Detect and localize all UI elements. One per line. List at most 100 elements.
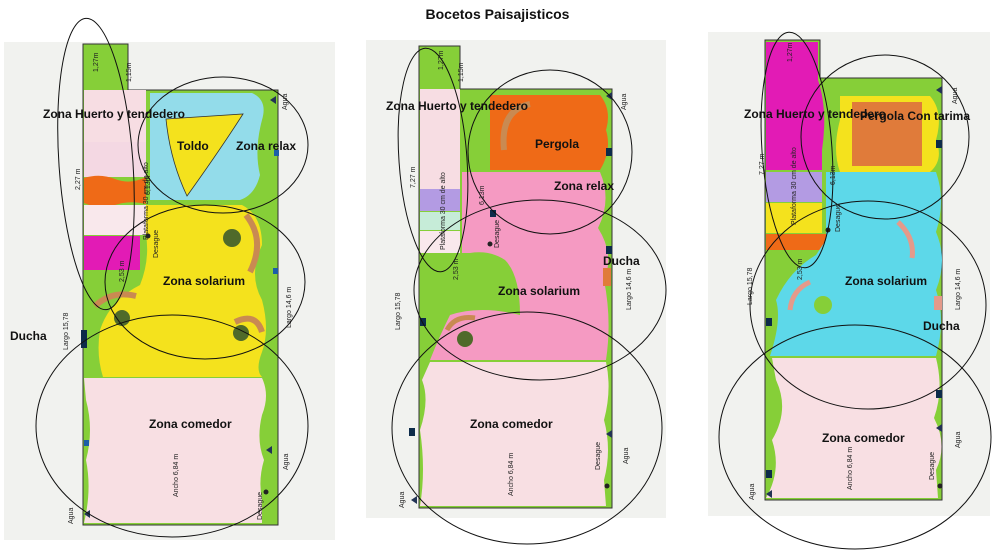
measure-desague-1: Desague	[835, 204, 842, 232]
zone-ellipse-relax	[137, 76, 309, 214]
water-marker-5	[490, 210, 496, 217]
curved-bench-3	[233, 315, 265, 334]
measure-agua-2: Agua	[283, 454, 290, 470]
label-pergola: Pergola Con tarima	[860, 109, 970, 123]
water-marker-4	[766, 470, 772, 478]
huerto-mint	[420, 212, 460, 230]
measure-largo-146: Largo 14,6 m	[626, 269, 633, 310]
page-title: Bocetos Paisajisticos	[425, 6, 570, 22]
curved-bench-1	[243, 213, 261, 274]
measure-agua-1: Agua	[621, 94, 628, 110]
measure-agua-1: Agua	[282, 94, 289, 110]
measure-227: 2,27 m	[75, 168, 82, 190]
measure-agua-3: Agua	[68, 508, 75, 524]
water-tap-1	[270, 96, 276, 104]
label-solarium: Zona solarium	[845, 274, 927, 288]
label-ducha: Ducha	[10, 329, 47, 343]
measure-ancho: Ancho 6,84 m	[508, 453, 515, 496]
huerto-pink	[84, 205, 146, 235]
measure-227: 7,27 m	[759, 153, 766, 175]
label-huerto: Zona Huerto y tendedero	[386, 99, 528, 113]
shrub-1	[457, 331, 473, 347]
measure-desague-2: Desague	[257, 492, 264, 520]
measure-613: 6,13m	[145, 175, 152, 195]
water-tap-2	[266, 446, 272, 454]
measure-largo-146: Largo 14,6 m	[955, 269, 962, 310]
measure-ancho: Ancho 6,84 m	[173, 454, 180, 497]
huerto-lilac	[766, 172, 822, 202]
huerto-orange	[766, 234, 828, 250]
label-ducha: Ducha	[603, 254, 640, 268]
water-marker-2	[420, 318, 426, 326]
ducha-marker	[934, 296, 942, 310]
measure-253: 2,53 m	[119, 260, 126, 282]
measure-largo-1578: Largo 15,78	[747, 268, 754, 305]
measure-127: 1,27m	[438, 50, 445, 70]
measure-desague-2: Desague	[595, 442, 602, 470]
water-marker-1	[606, 148, 612, 156]
label-comedor: Zona comedor	[822, 431, 905, 445]
shrub-1	[814, 296, 832, 314]
solarium-bench-1	[896, 220, 915, 259]
shrub-1	[223, 229, 241, 247]
comedor-area	[420, 362, 609, 506]
label-huerto-line1: Zona Huerto y tendedero	[43, 107, 185, 121]
measure-agua-2: Agua	[623, 448, 630, 464]
measure-platform: Plataforma 30 cm de alto	[791, 147, 798, 225]
water-tap-2	[936, 424, 942, 432]
water-marker-2	[936, 390, 942, 398]
huerto-magenta	[766, 42, 825, 170]
zone-ellipse-comedor	[391, 311, 663, 545]
measure-desague-2: Desague	[929, 452, 936, 480]
water-marker-1	[936, 140, 942, 148]
huerto-orange	[84, 175, 146, 208]
measure-largo-1578: Largo 15,78	[395, 293, 402, 330]
measure-largo-1578: Largo 15,78	[63, 313, 70, 350]
sketch-1: Zona Huerto y tendedero Toldo Zona relax…	[4, 17, 335, 540]
water-tap-3	[766, 490, 772, 498]
measure-613: 6,13m	[479, 185, 486, 205]
solarium-bench	[444, 315, 476, 332]
measure-largo-146: Largo 14,6 m	[286, 287, 293, 328]
zone-ellipse-huerto	[397, 47, 469, 273]
measure-agua-1: Agua	[952, 88, 959, 104]
label-comedor: Zona comedor	[149, 417, 232, 431]
measure-253: 2,53 m	[797, 258, 804, 280]
measure-platform: Plataforma 30 cm de alto	[143, 162, 150, 240]
drain-2	[263, 489, 269, 495]
water-tap-1	[606, 92, 612, 100]
measure-127: 1,27m	[93, 52, 100, 72]
label-relax: Zona relax	[236, 139, 296, 153]
label-relax: Zona relax	[554, 179, 614, 193]
huerto-strip	[84, 90, 146, 142]
toldo-shade	[165, 113, 244, 197]
zone-ellipse-huerto	[57, 17, 135, 311]
measure-227: 7,27 m	[410, 166, 417, 188]
drain-1	[145, 233, 151, 239]
zone-ellipse-solarium	[104, 204, 306, 360]
label-huerto: Zona Huerto y tendedero	[744, 107, 886, 121]
measure-115: 1,15m	[126, 62, 133, 82]
label-comedor: Zona comedor	[470, 417, 553, 431]
measure-253: 2,53 m	[453, 258, 460, 280]
zone-ellipse-relax	[467, 69, 633, 235]
measure-desague-1: Desague	[153, 230, 160, 258]
water-marker-3	[766, 318, 772, 326]
drain-2	[937, 483, 943, 489]
sketch-3: Zona Huerto y tendedero Pergola Con tari…	[708, 31, 992, 550]
measure-ancho: Ancho 6,84 m	[847, 447, 854, 490]
label-solarium: Zona solarium	[163, 274, 245, 288]
solarium-area	[98, 205, 266, 377]
comedor-area	[84, 378, 266, 523]
label-toldo: Toldo	[177, 139, 209, 153]
pergola-area	[490, 95, 608, 170]
zone-ellipse-pergola	[800, 54, 970, 220]
drain-1	[487, 241, 493, 247]
water-marker-3	[409, 428, 415, 436]
pergola-deck	[852, 102, 922, 166]
water-marker-2	[84, 440, 89, 446]
measure-agua-2: Agua	[955, 432, 962, 448]
water-tap-3	[411, 496, 417, 504]
